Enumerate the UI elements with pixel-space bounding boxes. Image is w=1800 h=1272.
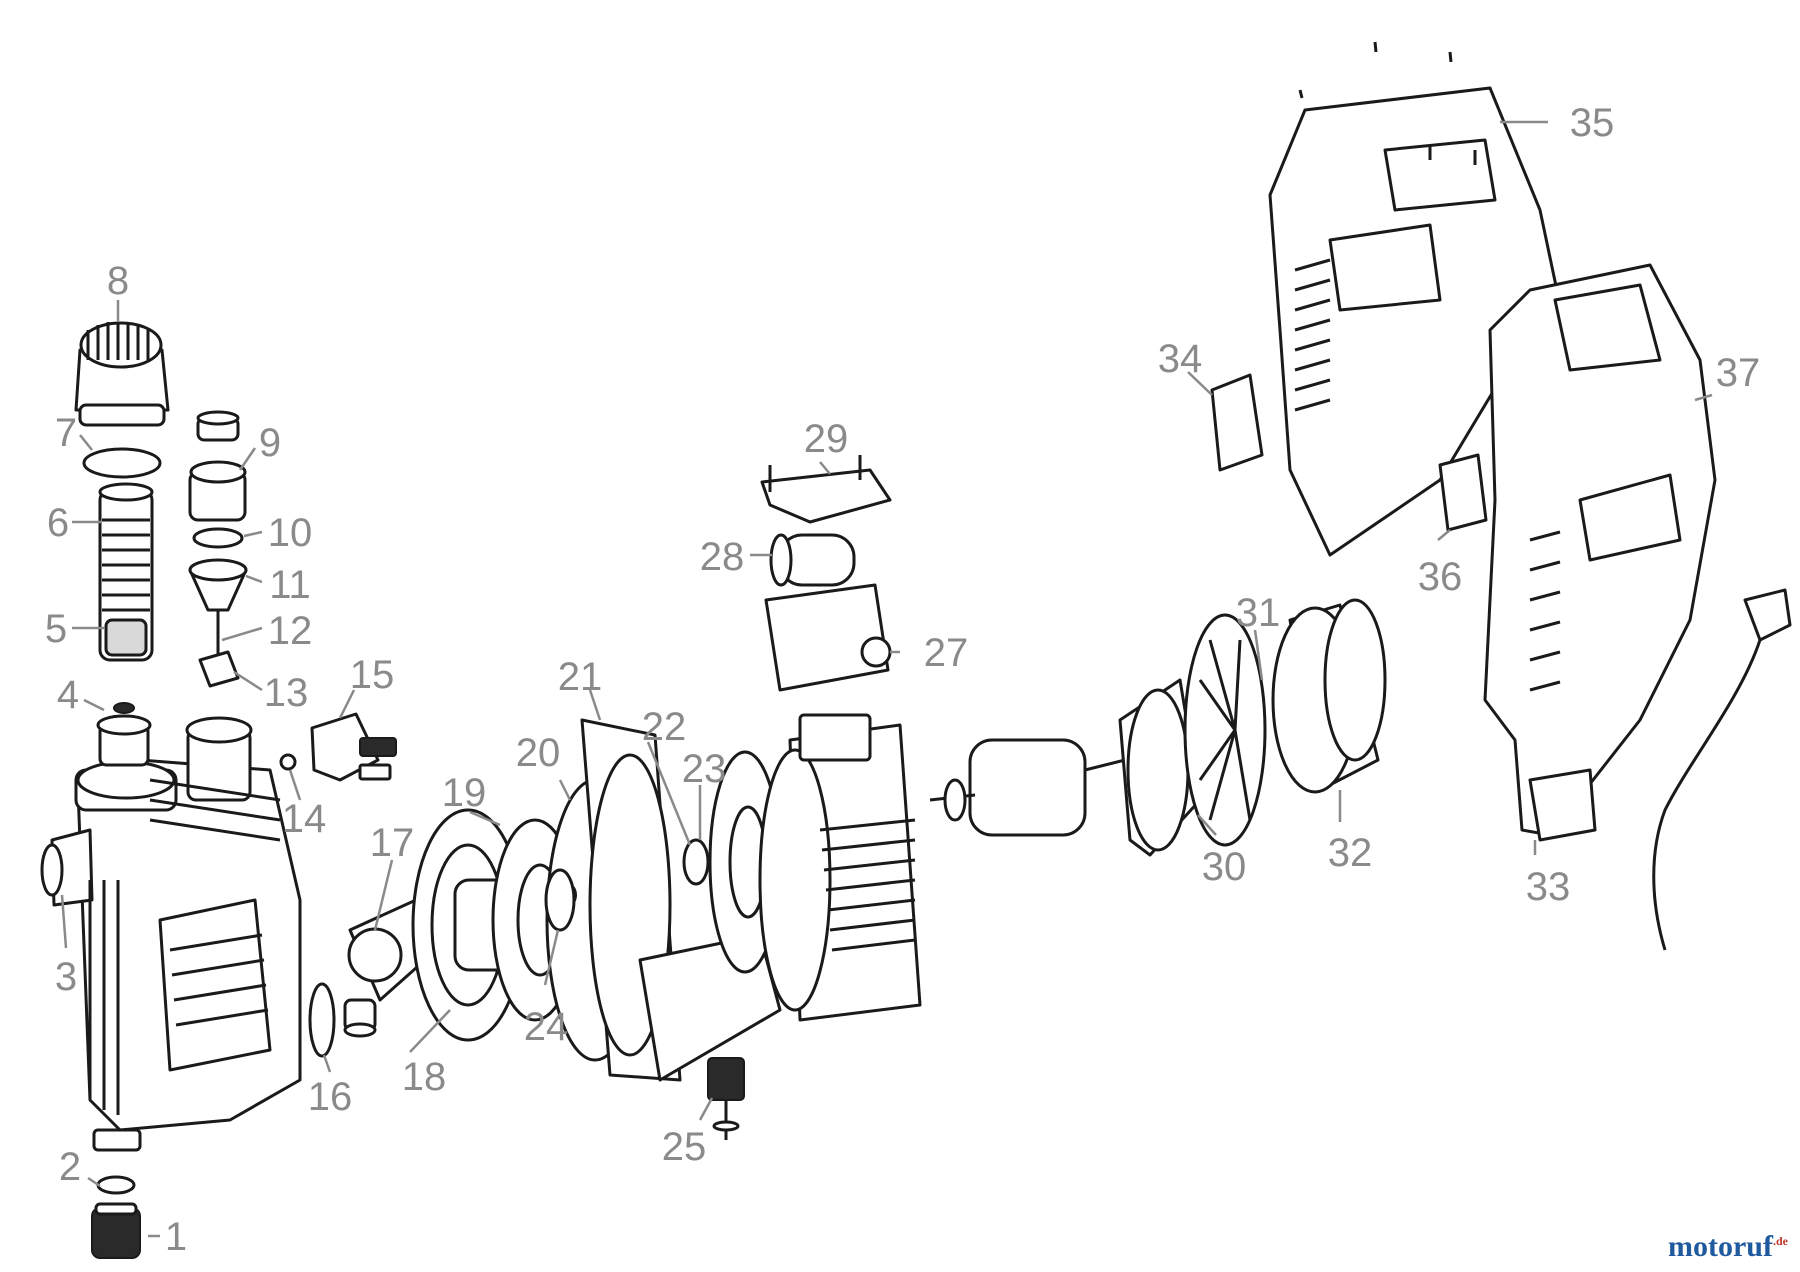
label-part-10: 10 bbox=[268, 511, 313, 555]
part-7-o-ring bbox=[82, 447, 162, 479]
label-part-11: 11 bbox=[269, 563, 311, 607]
part-3-pump-housing bbox=[40, 716, 302, 1152]
label-part-6: 6 bbox=[47, 501, 69, 545]
label-part-5: 5 bbox=[45, 607, 67, 651]
part-27-terminal-box bbox=[764, 583, 892, 692]
label-part-1: 1 bbox=[165, 1215, 187, 1259]
label-part-8: 8 bbox=[107, 259, 129, 303]
label-part-23: 23 bbox=[682, 747, 727, 791]
part-4-valve-seat bbox=[96, 702, 152, 767]
label-part-34: 34 bbox=[1158, 337, 1203, 381]
part-1-nut bbox=[91, 1202, 141, 1259]
part-24-seal-ring bbox=[544, 868, 576, 932]
part-28-capacitor bbox=[769, 533, 856, 587]
motor-stator bbox=[758, 713, 922, 1022]
label-part-33: 33 bbox=[1526, 865, 1571, 909]
part-9-valve-sleeve bbox=[188, 410, 247, 522]
watermark-name: motoruf bbox=[1668, 1230, 1773, 1263]
part-36-control-board bbox=[1438, 453, 1488, 532]
label-part-3: 3 bbox=[55, 955, 77, 999]
part-10-o-ring bbox=[192, 527, 244, 549]
part-22-23-shaft-seal bbox=[682, 838, 710, 886]
part-34-bracket bbox=[1210, 373, 1264, 472]
label-part-29: 29 bbox=[804, 417, 849, 461]
part-5-6-filter-cartridge bbox=[98, 482, 154, 662]
label-part-18: 18 bbox=[402, 1055, 447, 1099]
part-29-box-cover bbox=[760, 455, 892, 524]
label-part-22: 22 bbox=[642, 705, 687, 749]
label-part-28: 28 bbox=[700, 535, 745, 579]
label-part-19: 19 bbox=[442, 771, 487, 815]
label-part-32: 32 bbox=[1328, 831, 1373, 875]
part-2-o-ring bbox=[96, 1175, 136, 1195]
label-part-17: 17 bbox=[370, 821, 415, 865]
part-31-fan bbox=[1183, 613, 1267, 847]
label-part-16: 16 bbox=[308, 1075, 353, 1119]
part-30-rear-cover bbox=[1118, 678, 1202, 857]
label-part-20: 20 bbox=[516, 731, 561, 775]
label-part-35: 35 bbox=[1570, 101, 1615, 145]
watermark-tld: .de bbox=[1773, 1234, 1788, 1248]
part-13-clip bbox=[198, 650, 240, 688]
label-part-27: 27 bbox=[924, 631, 969, 675]
label-part-4: 4 bbox=[57, 673, 79, 717]
part-32-fan-cover bbox=[1271, 598, 1387, 794]
label-part-2: 2 bbox=[59, 1145, 81, 1189]
part-35-hood-rear bbox=[1268, 41, 1562, 557]
label-part-13: 13 bbox=[264, 671, 309, 715]
label-part-36: 36 bbox=[1418, 555, 1463, 599]
part-15-pressure-switch bbox=[310, 712, 397, 782]
label-part-30: 30 bbox=[1202, 845, 1247, 889]
leader-lines bbox=[60, 120, 1713, 1238]
label-part-14: 14 bbox=[282, 797, 327, 841]
label-part-9: 9 bbox=[259, 421, 281, 465]
label-part-31: 31 bbox=[1236, 591, 1281, 635]
part-labels: 1 2 3 4 5 6 7 8 9 10 11 12 13 14 15 16 1… bbox=[45, 101, 1760, 1259]
part-11-12-check-valve bbox=[188, 558, 248, 660]
label-part-21: 21 bbox=[558, 655, 603, 699]
part-16-o-ring bbox=[308, 982, 336, 1058]
label-part-37: 37 bbox=[1716, 351, 1761, 395]
motor-rotor bbox=[929, 738, 1126, 837]
part-37-hood-front bbox=[1483, 263, 1717, 842]
part-14-washer bbox=[279, 753, 297, 771]
power-cord bbox=[1652, 588, 1792, 951]
label-part-25: 25 bbox=[662, 1125, 707, 1169]
part-25-cable-gland bbox=[707, 1057, 745, 1140]
part-21-motor-flange bbox=[555, 718, 782, 1082]
label-part-7: 7 bbox=[55, 411, 77, 455]
label-part-24: 24 bbox=[524, 1005, 569, 1049]
label-part-15: 15 bbox=[350, 653, 395, 697]
label-part-12: 12 bbox=[268, 609, 313, 653]
watermark-logo: motoruf.de bbox=[1668, 1230, 1788, 1264]
part-8-filter-lid bbox=[74, 321, 170, 427]
